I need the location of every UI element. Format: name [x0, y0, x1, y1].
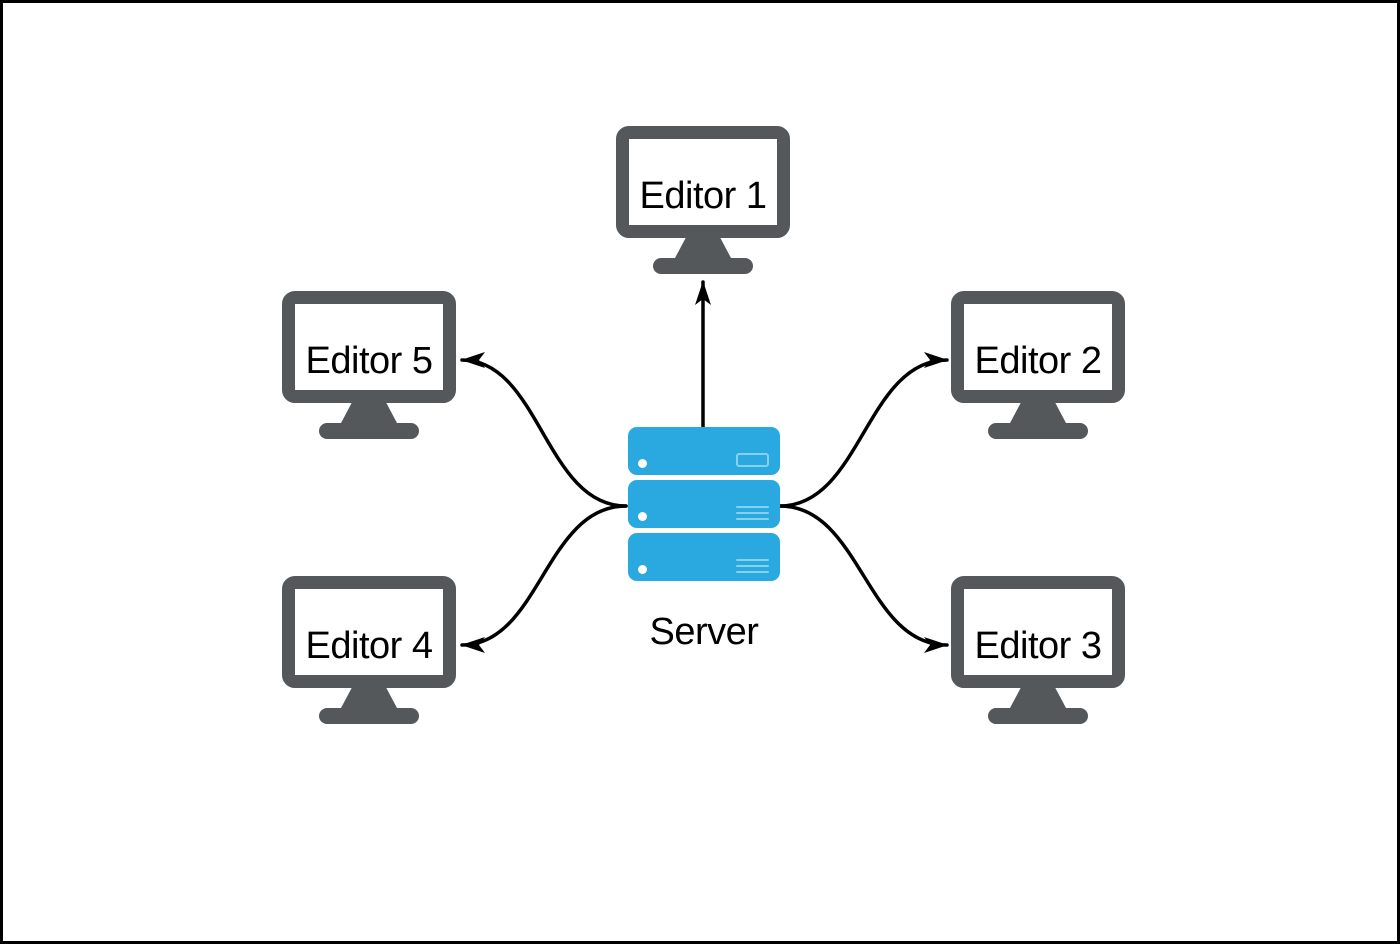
- monitor-icon: Editor 1: [616, 126, 790, 238]
- node-label: Editor 2: [974, 339, 1102, 382]
- node-server[interactable]: Server: [628, 427, 780, 652]
- edge-server-editor4[interactable]: [460, 504, 628, 653]
- server-icon: [628, 427, 780, 581]
- monitor-icon: Editor 4: [282, 576, 456, 688]
- node-label: Editor 5: [305, 339, 433, 382]
- monitor-icon: Editor 3: [951, 576, 1125, 688]
- monitor-stand: [1010, 403, 1066, 423]
- edge-server-editor3[interactable]: [778, 504, 949, 653]
- led-icon: [638, 565, 647, 574]
- monitor-base: [319, 423, 419, 439]
- vent-icon: [736, 505, 769, 520]
- monitor-stand: [341, 403, 397, 423]
- monitor-base: [319, 708, 419, 724]
- monitor-base: [988, 708, 1088, 724]
- monitor-stand: [341, 688, 397, 708]
- node-editor4[interactable]: Editor 4: [282, 576, 456, 724]
- edges-layer: [460, 280, 949, 653]
- server-unit: [628, 480, 780, 528]
- led-icon: [638, 512, 647, 521]
- server-unit: [628, 427, 780, 475]
- led-icon: [638, 459, 647, 468]
- node-editor3[interactable]: Editor 3: [951, 576, 1125, 724]
- monitor-icon: Editor 2: [951, 291, 1125, 403]
- server-unit: [628, 533, 780, 581]
- node-label: Editor 3: [974, 624, 1102, 667]
- edge-server-editor2[interactable]: [778, 352, 949, 508]
- node-editor1[interactable]: Editor 1: [616, 126, 790, 274]
- node-label: Editor 1: [639, 174, 767, 217]
- monitor-stand: [675, 238, 731, 258]
- vent-icon: [736, 558, 769, 573]
- node-label: Server: [649, 611, 759, 653]
- node-editor5[interactable]: Editor 5: [282, 291, 456, 439]
- monitor-base: [988, 423, 1088, 439]
- drive-bay-icon: [736, 453, 769, 467]
- edge-server-editor5[interactable]: [460, 352, 628, 508]
- monitor-base: [653, 258, 753, 274]
- monitor-icon: Editor 5: [282, 291, 456, 403]
- node-editor2[interactable]: Editor 2: [951, 291, 1125, 439]
- node-label: Editor 4: [305, 624, 433, 667]
- monitor-stand: [1010, 688, 1066, 708]
